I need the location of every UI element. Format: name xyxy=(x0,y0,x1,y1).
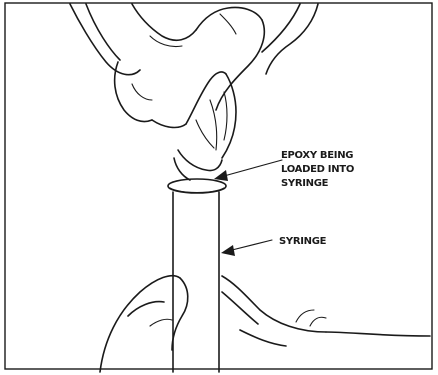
callout-epoxy-line-2: LOADED INTO xyxy=(281,164,354,175)
callout-epoxy-line-3: SYRINGE xyxy=(281,178,329,189)
callout-epoxy-line-1: EPOXY BEING xyxy=(281,150,353,161)
callout-syringe-label: SYRINGE xyxy=(279,236,327,247)
